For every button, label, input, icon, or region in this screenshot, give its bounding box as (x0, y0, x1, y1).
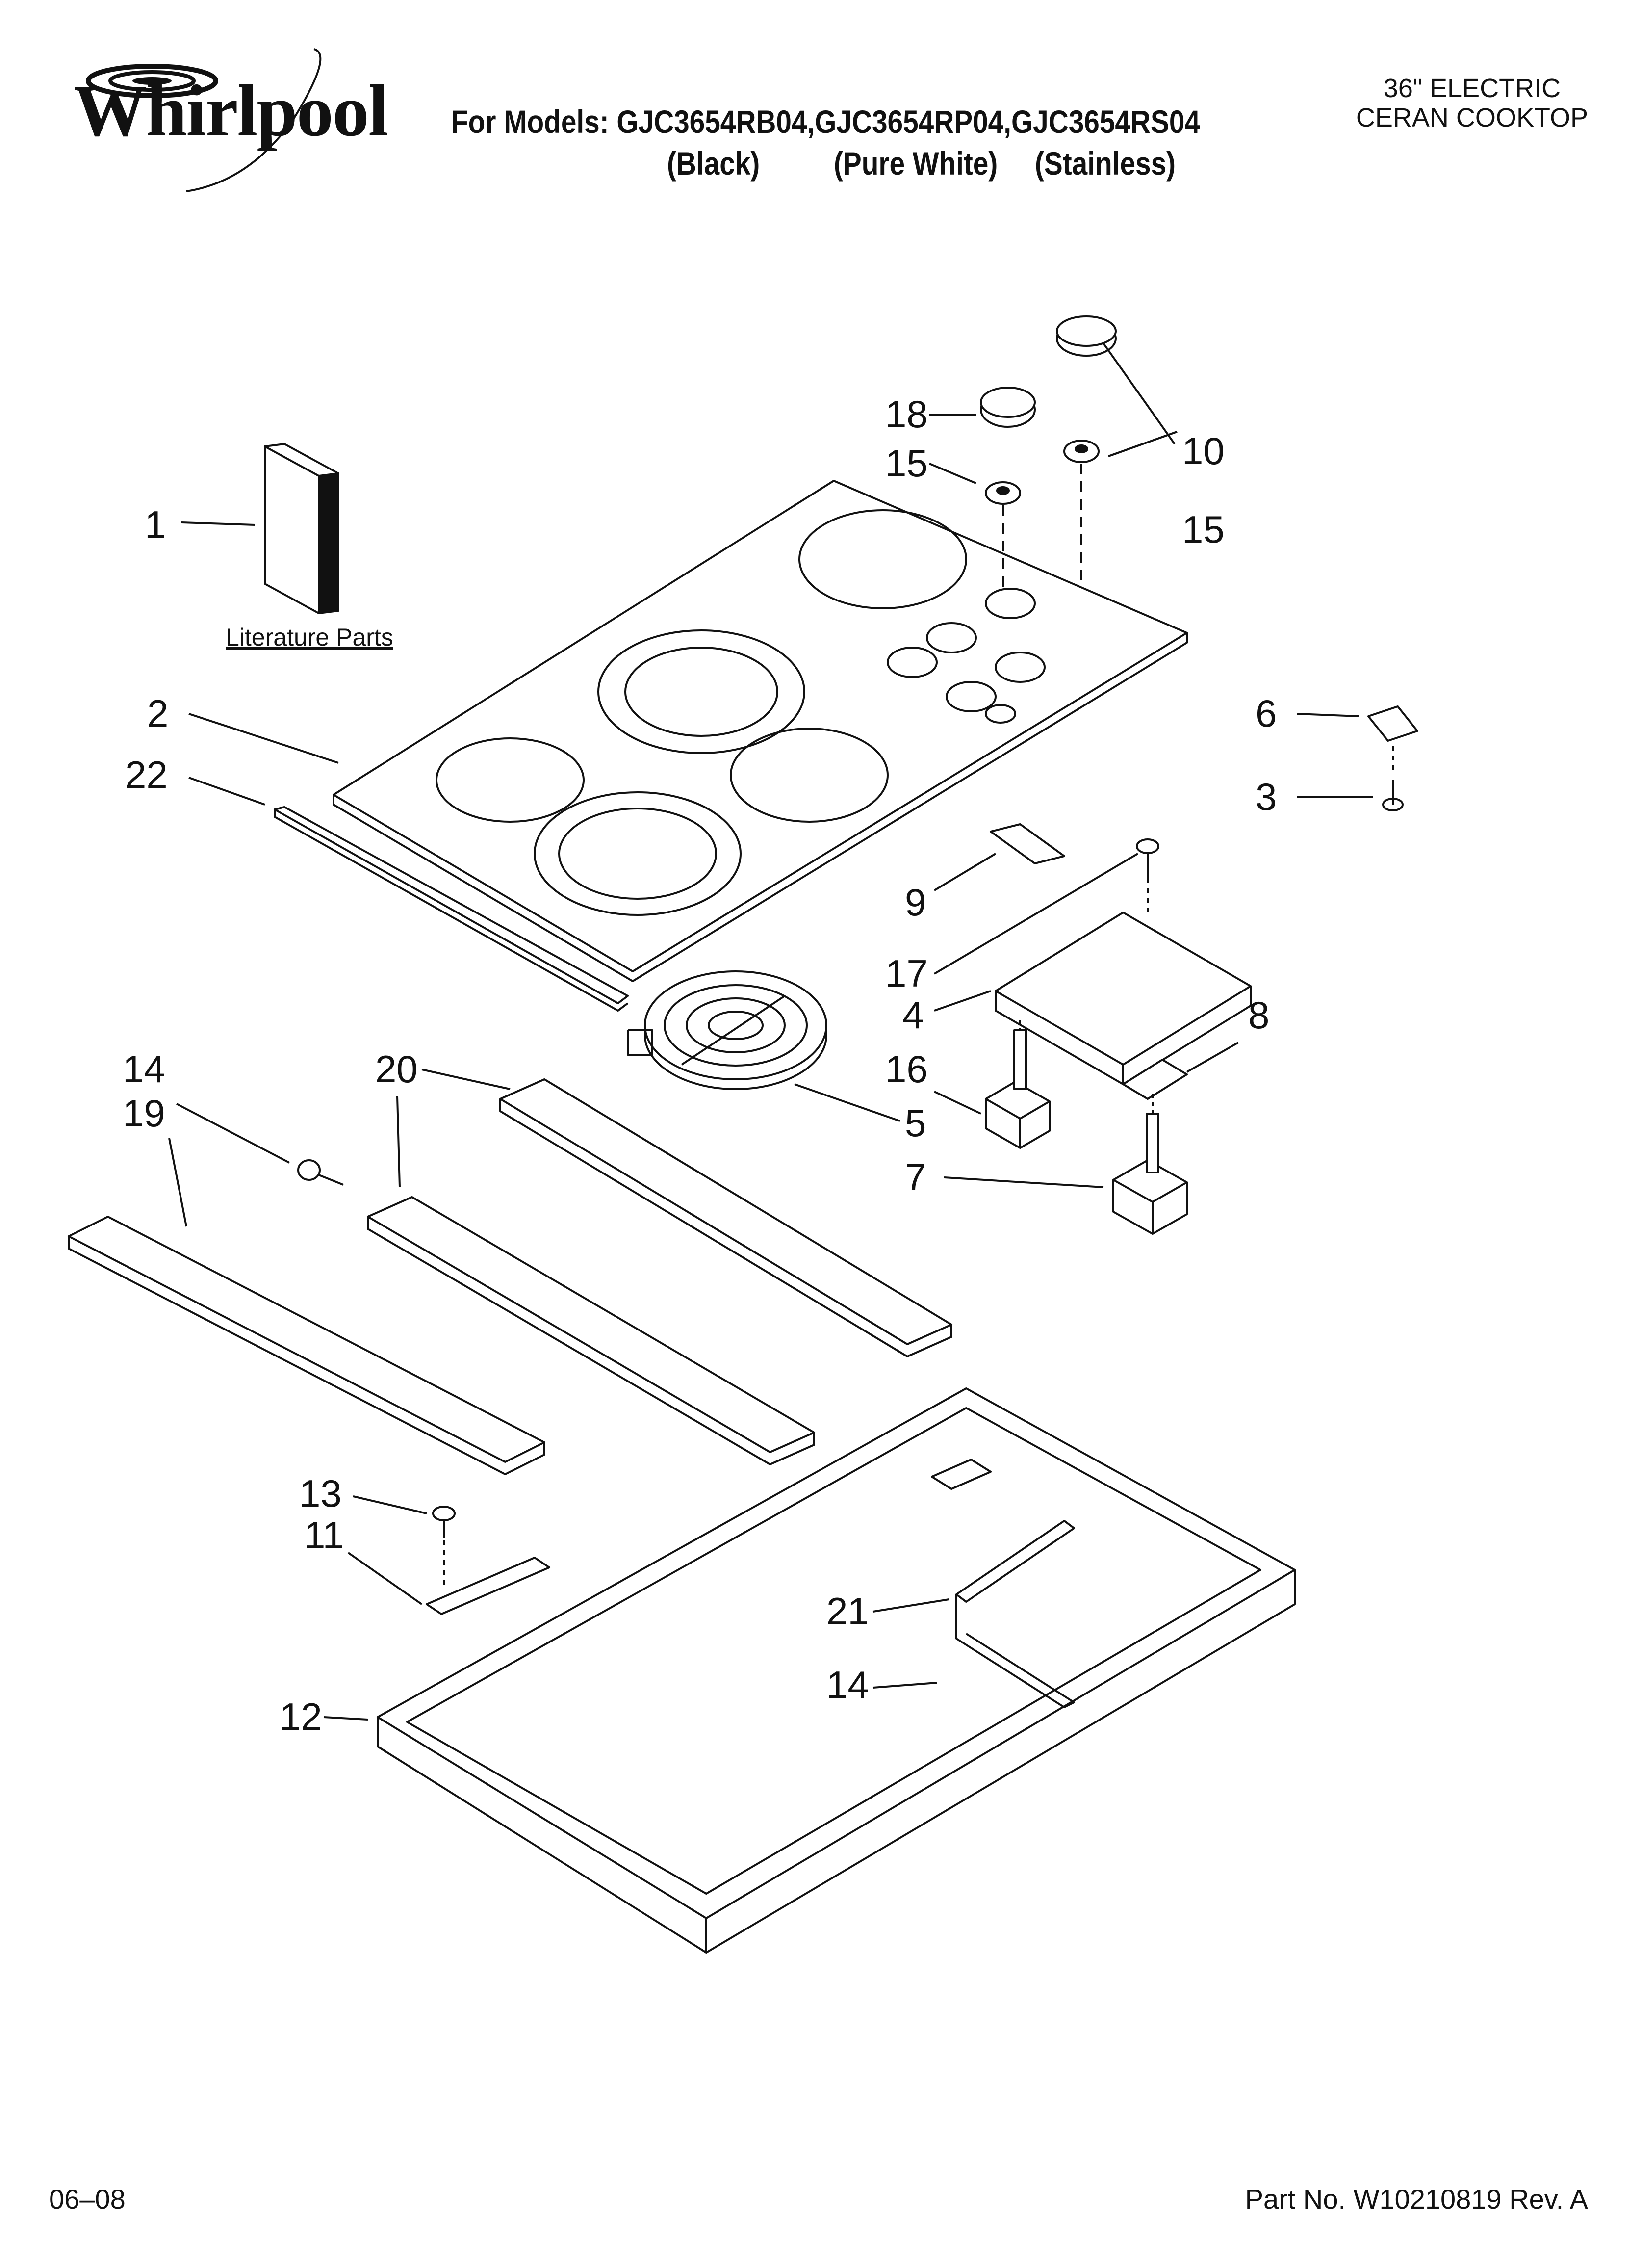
callout-4: 4 (902, 993, 924, 1037)
burner-ring-front-large (535, 792, 741, 915)
product-line-2: CERAN COOKTOP (1356, 103, 1588, 132)
rail-19 (69, 1217, 544, 1474)
footer-part-number: Part No. W10210819 Rev. A (1245, 2184, 1588, 2215)
callout-1: 1 (145, 503, 166, 546)
callout-5: 5 (905, 1101, 926, 1145)
switch-7 (1113, 1094, 1187, 1234)
callout-10: 10 (1182, 429, 1225, 472)
callout-17: 17 (885, 952, 928, 995)
callout-13: 13 (299, 1472, 342, 1515)
brand-wordmark: Whirlpool (74, 70, 388, 152)
bracket-plate-8 (1123, 1060, 1187, 1099)
front-trim-strip (275, 807, 628, 1003)
callout-6: 6 (1256, 692, 1277, 735)
bracket-21 (956, 1521, 1074, 1707)
ceran-glass-top (334, 481, 1187, 981)
color-stainless: (Stainless) (1035, 145, 1176, 182)
callout-7: 7 (905, 1155, 926, 1199)
callout-21: 21 (826, 1590, 869, 1633)
callout-15-left: 15 (885, 442, 928, 485)
callout-18: 18 (885, 392, 928, 436)
product-line-1: 36" ELECTRIC (1383, 74, 1561, 103)
rail-20-rear (500, 1079, 951, 1356)
color-black: (Black) (667, 145, 760, 182)
clip-6 (1368, 706, 1417, 770)
callout-9: 9 (905, 881, 926, 924)
color-pure-white: (Pure White) (834, 145, 998, 182)
bracket-11 (427, 1558, 549, 1614)
radiant-element (628, 971, 826, 1089)
screw-14-upper (298, 1160, 343, 1185)
callout-16: 16 (885, 1047, 928, 1091)
screw-13 (433, 1507, 455, 1585)
leader-arrows (169, 343, 1373, 1720)
callout-8: 8 (1248, 993, 1270, 1037)
callout-20: 20 (375, 1047, 418, 1091)
swirl-logo-icon (39, 34, 343, 201)
control-dials (888, 589, 1045, 723)
callout-2: 2 (147, 692, 169, 735)
label-9 (991, 824, 1064, 863)
callout-14-upper: 14 (123, 1047, 165, 1091)
literature-parts-label: Literature Parts (226, 624, 393, 651)
knobs-and-bezels (981, 316, 1116, 589)
callout-15-right: 15 (1182, 508, 1225, 551)
burner-ring-left-rear (436, 738, 584, 822)
callout-19: 19 (123, 1092, 165, 1135)
screw-3 (1383, 780, 1403, 810)
callout-14-lower: 14 (826, 1663, 869, 1706)
screw-17 (1137, 839, 1158, 917)
callout-12: 12 (280, 1695, 322, 1738)
footer-date: 06–08 (49, 2184, 126, 2215)
product-description: 36" ELECTRIC CERAN COOKTOP (1356, 74, 1588, 132)
models-line: For Models: GJC3654RB04,GJC3654RP04,GJC3… (451, 104, 1200, 140)
burner-ring-right-front (731, 729, 888, 822)
burner-ring-right-rear (799, 510, 966, 608)
callout-22: 22 (125, 753, 168, 796)
switch-16 (986, 1020, 1050, 1148)
literature-booklet (265, 444, 338, 613)
callout-11: 11 (304, 1513, 344, 1557)
callout-3: 3 (1256, 775, 1277, 818)
burner-ring-center (598, 630, 804, 753)
rail-20-front (368, 1197, 814, 1464)
